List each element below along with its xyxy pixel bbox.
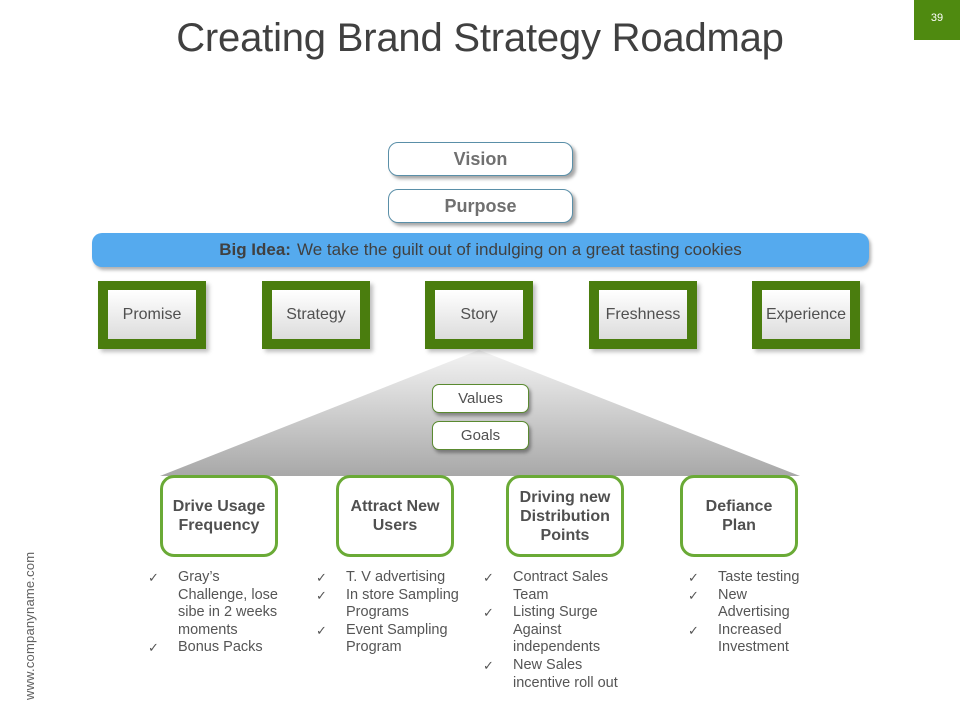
- goal-box-distribution: Driving new Distribution Points: [506, 475, 624, 557]
- list-item-text: Bonus Packs: [178, 639, 263, 656]
- check-icon: ✓: [688, 622, 699, 638]
- pillar-label: Promise: [108, 290, 196, 339]
- slide-title: Creating Brand Strategy Roadmap: [176, 16, 784, 60]
- goal-title-line: Users: [372, 517, 418, 534]
- vision-label: Vision: [453, 148, 508, 169]
- vision-box: Vision: [388, 142, 573, 176]
- purpose-box: Purpose: [388, 189, 573, 223]
- pillar-label: Strategy: [272, 290, 360, 339]
- list-item: ✓ New Advertising: [688, 587, 818, 622]
- check-icon: ✓: [483, 657, 494, 673]
- check-icon: ✓: [316, 587, 327, 603]
- goals-label: Goals: [460, 427, 501, 444]
- list-item-text: Contract Sales Team: [513, 569, 609, 603]
- goal-box-defiance: Defiance Plan: [680, 475, 798, 557]
- pillar-label: Experience: [762, 290, 850, 339]
- list-item: ✓ New Sales incentive roll out: [483, 657, 628, 692]
- goals-box: Goals: [432, 421, 529, 450]
- values-label: Values: [458, 390, 503, 407]
- list-item-text: Event Sampling Program: [346, 621, 448, 656]
- slide-number-badge: 39: [914, 0, 960, 40]
- goal-title-line: Driving new: [519, 488, 611, 506]
- list-item: ✓ T. V advertising: [316, 569, 466, 587]
- values-box: Values: [432, 384, 529, 413]
- goal-title-line: Points: [540, 526, 590, 544]
- list-item-text: New Sales incentive roll out: [513, 656, 618, 691]
- pillar-label: Story: [435, 290, 523, 339]
- pillar-freshness: Freshness: [589, 281, 697, 349]
- purpose-label: Purpose: [444, 195, 517, 216]
- list-item: ✓ Bonus Packs: [148, 639, 288, 657]
- checklist-defiance: ✓ Taste testing ✓ New Advertising ✓ Increas…: [688, 569, 818, 657]
- checklist-distribution: ✓ Contract Sales Team ✓ Listing Surge Agai…: [483, 569, 628, 692]
- check-icon: ✓: [316, 570, 327, 585]
- pillar-label: Freshness: [599, 290, 687, 339]
- big-idea-banner: Big Idea: We take the guilt out of indul…: [92, 233, 869, 267]
- list-item: ✓ Listing Surge Against independents: [483, 604, 628, 657]
- goal-title-line: Drive Usage: [172, 498, 266, 515]
- big-idea-text: We take the guilt out of indulging on a …: [296, 240, 742, 259]
- list-item: ✓ In store Sampling Programs: [316, 587, 466, 622]
- pillar-strategy: Strategy: [262, 281, 370, 349]
- check-icon: ✓: [688, 570, 699, 585]
- list-item: ✓ Increased Investment: [688, 622, 818, 657]
- big-idea-label: Big Idea:: [219, 240, 291, 259]
- pillar-story: Story: [425, 281, 533, 349]
- checklist-attract-users: ✓ T. V advertising ✓ In store Sampling Pro…: [316, 569, 466, 657]
- goal-title-line: Attract New: [350, 498, 440, 515]
- pillar-promise: Promise: [98, 281, 206, 349]
- goal-box-attract-users: Attract New Users: [336, 475, 454, 557]
- list-item: ✓ Taste testing: [688, 569, 818, 587]
- list-item-text: In store Sampling Programs: [346, 586, 459, 621]
- goal-title-line: Plan: [722, 517, 756, 534]
- list-item: ✓ Contract Sales Team: [483, 569, 628, 604]
- goal-title-line: Frequency: [178, 517, 260, 534]
- checklist-drive-usage: ✓ Gray’s Challenge, lose sibe in 2 weeks …: [148, 569, 288, 657]
- goal-title-line: Defiance: [705, 498, 773, 515]
- list-item-text: Taste testing: [718, 569, 800, 585]
- list-item-text: Gray’s Challenge, lose sibe in 2 weeks m…: [178, 569, 278, 638]
- list-item-text: Listing Surge Against independents: [513, 604, 601, 656]
- goal-box-drive-usage: Drive Usage Frequency: [160, 475, 278, 557]
- list-item-text: New Advertising: [718, 586, 790, 621]
- pyramid-shape: [160, 350, 800, 476]
- list-item: ✓ Event Sampling Program: [316, 622, 466, 657]
- check-icon: ✓: [688, 587, 699, 603]
- check-icon: ✓: [148, 640, 159, 656]
- pillar-experience: Experience: [752, 281, 860, 349]
- list-item-text: T. V advertising: [346, 569, 446, 585]
- goal-title-line: Distribution: [520, 507, 610, 525]
- list-item: ✓ Gray’s Challenge, lose sibe in 2 weeks …: [148, 569, 288, 639]
- check-icon: ✓: [148, 570, 159, 585]
- check-icon: ✓: [316, 622, 327, 638]
- check-icon: ✓: [483, 605, 494, 621]
- list-item-text: Increased Investment: [718, 621, 789, 656]
- check-icon: ✓: [483, 570, 494, 585]
